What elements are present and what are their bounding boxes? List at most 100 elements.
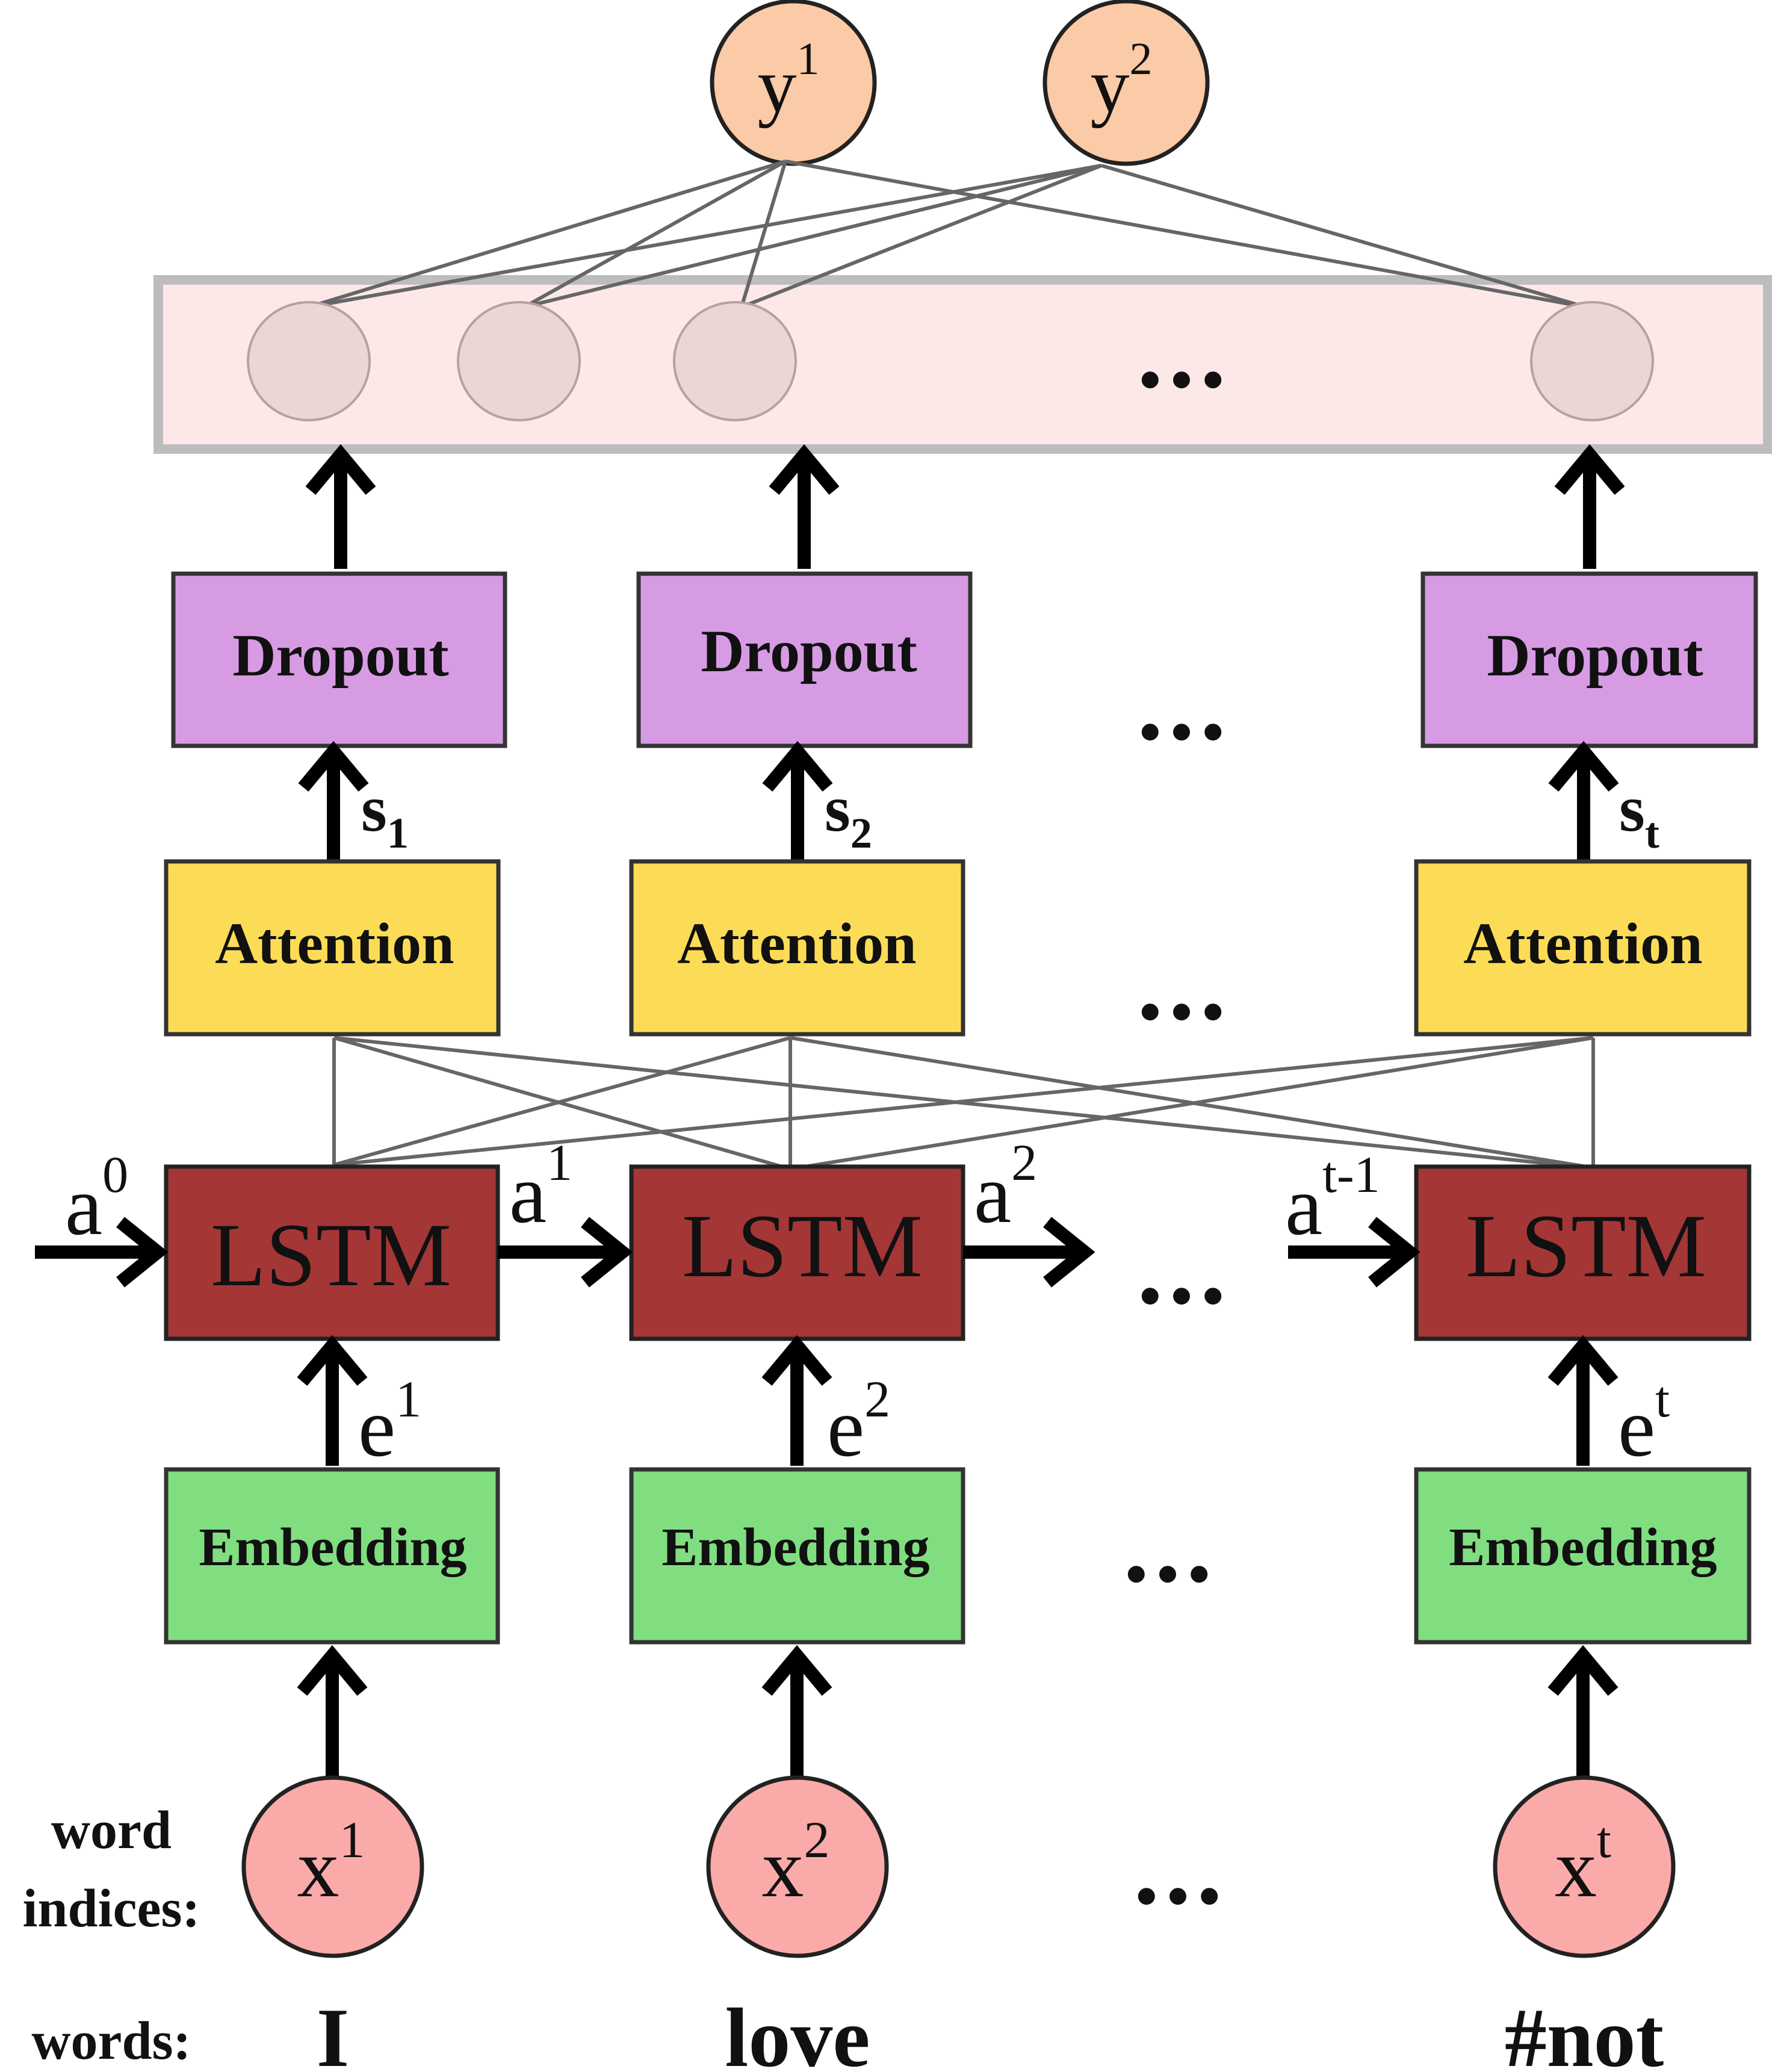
hidden-state-a2: a2 — [974, 1134, 1037, 1241]
embedding-box — [164, 1467, 500, 1645]
input-node-x2-label: x2 — [762, 1811, 830, 1915]
lstm-layer: LSTM LSTM LSTM — [164, 1164, 1752, 1341]
connection-line — [740, 161, 787, 308]
embedding-label: Embedding — [199, 1518, 466, 1577]
attention-to-dropout-arrows — [298, 740, 1619, 867]
embedding-box — [1414, 1467, 1752, 1645]
attention-lstm-connections — [332, 1036, 1602, 1171]
words-label: words: — [32, 2011, 191, 2069]
lstm-label: LSTM — [1466, 1196, 1706, 1296]
arrow-head — [1554, 444, 1625, 495]
dense-node — [673, 301, 797, 421]
connection-line — [333, 1036, 1594, 1167]
dense-nodes — [247, 301, 1654, 421]
arrow-head — [1043, 1217, 1095, 1288]
arrow-head — [297, 1645, 368, 1696]
dropout-label: Dropout — [1487, 622, 1703, 689]
dense-node — [457, 301, 581, 421]
input-node-x1-label: x1 — [297, 1811, 365, 1915]
dropout-label: Dropout — [701, 618, 917, 684]
hidden-state-at-1: at-1 — [1285, 1146, 1380, 1253]
arrow-head — [298, 740, 369, 792]
context-label-s1: s1 — [361, 772, 409, 857]
hidden-state-a1: a1 — [509, 1134, 572, 1241]
dense-ellipsis: ... — [1135, 303, 1229, 409]
word-token: love — [725, 1991, 870, 2069]
embedding-vector-labels: e1 e2 et — [358, 1370, 1670, 1474]
attention-ellipsis: ... — [1135, 935, 1229, 1041]
lstm-label: LSTM — [682, 1196, 923, 1296]
word-token: #not — [1505, 1991, 1664, 2069]
arrow-head — [297, 1335, 368, 1386]
input-node-x2 — [706, 1775, 889, 1958]
connection-line — [308, 160, 786, 309]
arrow-head — [1547, 1645, 1619, 1696]
input-node-xt — [1493, 1775, 1676, 1958]
connection-line — [308, 164, 1102, 309]
attention-box — [1414, 859, 1752, 1037]
output-nodes: y1 y2 — [710, 0, 1210, 166]
word-token: I — [317, 1991, 349, 2069]
connection-line — [790, 1036, 1594, 1171]
output-connections — [308, 160, 1586, 309]
attention-label: Attention — [1463, 911, 1702, 976]
hidden-state-a0: a0 — [65, 1146, 128, 1253]
arrow-head — [761, 1645, 832, 1696]
embedding-label: Embedding — [661, 1518, 929, 1577]
dropout-layer: Dropout Dropout Dropout — [171, 571, 1758, 748]
embedding-ellipsis: ... — [1121, 1497, 1215, 1603]
context-labels: s1 s2 st — [361, 772, 1659, 857]
connection-line — [333, 1036, 791, 1171]
output-node-y2-label: y2 — [1091, 34, 1153, 129]
words-row: I love #not — [317, 1991, 1664, 2072]
connection-line — [1101, 164, 1586, 309]
dropout-box — [1420, 571, 1758, 748]
attention-label: Attention — [215, 911, 454, 976]
word-indices-label-line2: indices: — [22, 1879, 200, 1938]
lstm-box — [1414, 1164, 1752, 1341]
embedding-vector-e2: e2 — [827, 1370, 890, 1474]
context-label-st: st — [1619, 772, 1659, 857]
dropout-to-dense-arrows — [305, 444, 1625, 569]
input-nodes: x1 x2 xt — [241, 1775, 1676, 1958]
arrow-head — [1547, 1335, 1619, 1386]
dropout-box — [171, 571, 507, 748]
embedding-box — [629, 1467, 965, 1645]
connection-line — [333, 1036, 1602, 1171]
connection-line — [333, 1036, 791, 1167]
dense-node — [247, 301, 371, 421]
connection-line — [524, 164, 1102, 309]
dense-node — [1530, 301, 1654, 421]
embedding-vector-et: et — [1618, 1370, 1670, 1474]
attention-box — [164, 859, 501, 1037]
arrow-head — [761, 1335, 832, 1386]
arrow-head — [581, 1217, 633, 1288]
word-indices-label-line1: word — [51, 1801, 172, 1860]
output-node-y1-label: y1 — [758, 34, 820, 129]
input-ellipsis: ... — [1131, 1819, 1225, 1925]
input-to-embedding-arrows — [297, 1645, 1619, 1776]
dropout-box — [636, 571, 973, 748]
connection-line — [740, 164, 1103, 309]
arrow-head — [305, 444, 376, 495]
attention-layer: Attention Attention Attention — [164, 859, 1752, 1037]
attention-box — [629, 859, 965, 1037]
arrow-head — [769, 444, 840, 495]
embedding-to-lstm-arrows — [297, 1335, 1619, 1466]
output-node-y2 — [1042, 0, 1210, 166]
lstm-box — [164, 1164, 500, 1341]
recurrent-arrows — [35, 1217, 1420, 1288]
lstm-label: LSTM — [211, 1205, 451, 1305]
input-node-x1 — [241, 1775, 424, 1958]
embedding-layer: Embedding Embedding Embedding — [164, 1467, 1752, 1645]
hidden-state-labels: a0 a1 a2 at-1 — [65, 1134, 1380, 1253]
arrow-head — [1368, 1217, 1420, 1288]
connection-line — [785, 160, 1586, 309]
attention-label: Attention — [677, 911, 916, 976]
lstm-ellipsis: ... — [1135, 1219, 1229, 1325]
dropout-ellipsis: ... — [1135, 655, 1229, 761]
arrow-head — [762, 740, 833, 792]
embedding-label: Embedding — [1449, 1518, 1717, 1577]
